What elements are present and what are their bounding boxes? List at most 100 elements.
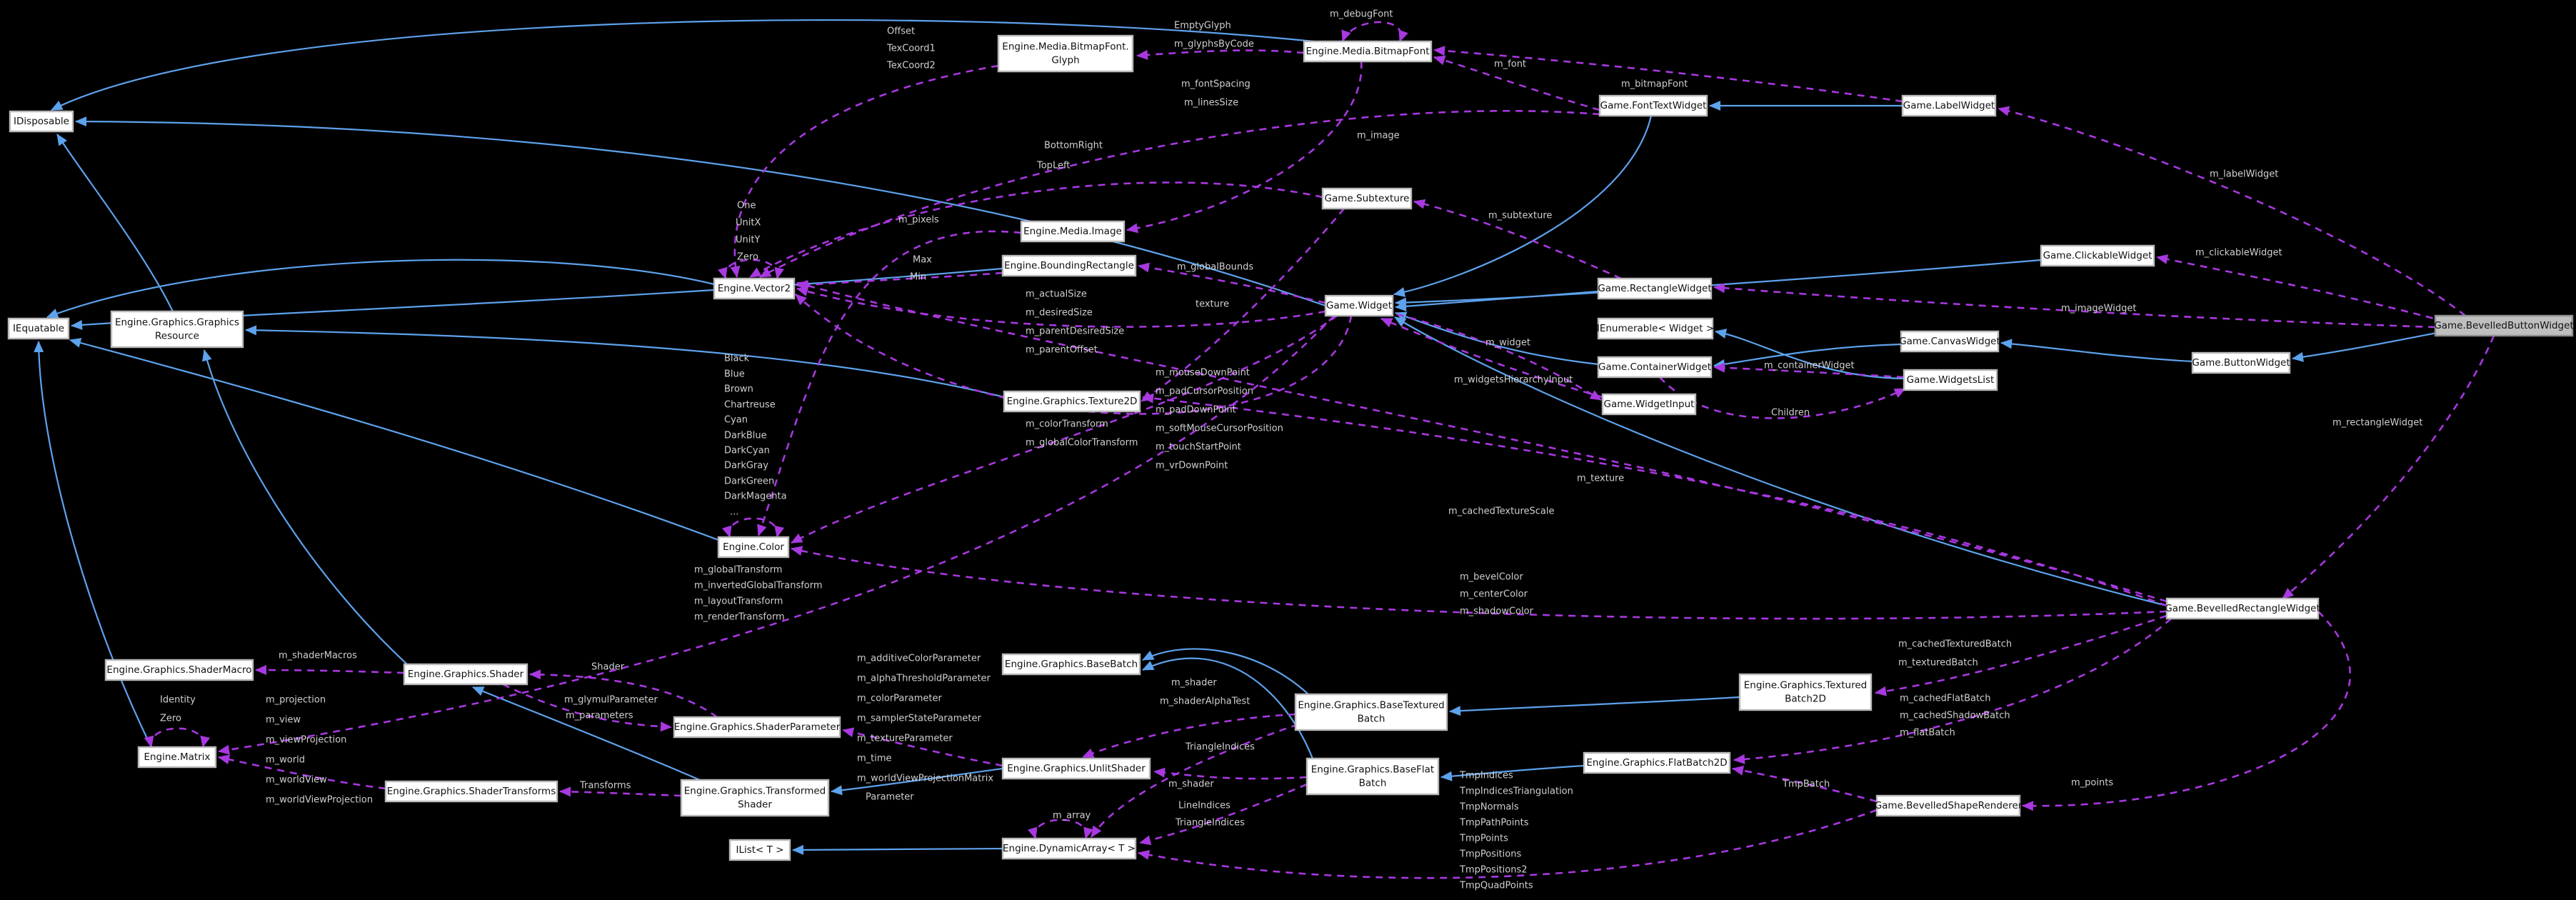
node-containerwidget[interactable]: Game.ContainerWidget: [1597, 356, 1713, 379]
edge-bitmapfont-image: [1126, 61, 1363, 234]
node-color[interactable]: Engine.Color: [717, 536, 790, 559]
node-box-idisposable[interactable]: [9, 110, 74, 133]
node-ienumerablewidget[interactable]: IEnumerable< Widget >: [1597, 317, 1714, 340]
edge-label-u6: m_linesSize: [1184, 98, 1238, 109]
node-buttonwidget[interactable]: Game.ButtonWidget: [2191, 351, 2291, 374]
node-texture2d[interactable]: Engine.Graphics.Texture2D: [1003, 390, 1141, 413]
node-box-basebatch[interactable]: [1001, 653, 1141, 676]
node-bevelledbuttonwidget[interactable]: Game.BevelledButtonWidget: [2434, 314, 2574, 337]
node-box-graphicsresource[interactable]: [110, 310, 244, 349]
edge-label-u14: m_mouseDownPoint: [1156, 368, 1250, 379]
node-bitmapfont[interactable]: Engine.Media.BitmapFont: [1303, 40, 1433, 63]
node-matrix[interactable]: Engine.Matrix: [137, 746, 217, 769]
node-box-ilist[interactable]: [728, 839, 791, 861]
node-widget[interactable]: Game.Widget: [1324, 294, 1394, 317]
node-box-widgetslist[interactable]: [1903, 369, 1998, 391]
node-box-glyph[interactable]: [997, 34, 1134, 73]
edge-shader-graphicsresource: [202, 349, 408, 665]
node-fonttextwidget[interactable]: Game.FontTextWidget: [1598, 94, 1708, 117]
node-box-baseflatbatch[interactable]: [1305, 757, 1440, 796]
node-idisposable[interactable]: IDisposable: [9, 110, 74, 133]
node-box-buttonwidget[interactable]: [2191, 351, 2291, 374]
node-clickablewidget[interactable]: Game.ClickableWidget: [2040, 244, 2155, 267]
node-ilist[interactable]: IList< T >: [728, 839, 791, 861]
node-box-texturedbatch2d[interactable]: [1738, 673, 1873, 711]
node-label-color: Engine.Color: [723, 541, 784, 553]
node-box-matrix[interactable]: [137, 746, 217, 769]
node-box-vector2[interactable]: [713, 277, 796, 300]
node-box-bevelledbuttonwidget[interactable]: [2434, 314, 2574, 337]
node-box-dynamicarray[interactable]: [1001, 837, 1137, 860]
node-image[interactable]: Engine.Media.Image: [1020, 220, 1126, 243]
node-box-boundingrectangle[interactable]: [1001, 254, 1137, 277]
edge-label-u17: m_subtexture: [1488, 211, 1552, 221]
node-rectanglewidget[interactable]: Game.RectangleWidget: [1597, 277, 1713, 300]
node-box-bevelledrectanglewidget[interactable]: [2165, 597, 2320, 620]
edge-label-u11: Min: [910, 272, 926, 283]
node-box-canvaswidget[interactable]: [1900, 330, 2000, 353]
node-labelwidget[interactable]: Game.LabelWidget: [1901, 94, 1997, 117]
node-box-clickablewidget[interactable]: [2040, 244, 2155, 267]
edge-label-u34: TmpPositions: [1459, 849, 1521, 860]
edge-label-u8: BottomRight: [1044, 141, 1103, 151]
node-box-bevelledshaperenderer[interactable]: [1875, 794, 2021, 817]
node-box-iequatable[interactable]: [7, 317, 70, 340]
node-flatbatch2d[interactable]: Engine.Graphics.FlatBatch2D: [1583, 751, 1731, 774]
node-box-image[interactable]: [1020, 220, 1126, 243]
edge-label-u14: m_touchStartPoint: [1156, 442, 1241, 453]
node-box-shaderparameter[interactable]: [673, 716, 841, 739]
node-canvaswidget[interactable]: Game.CanvasWidget: [1899, 330, 2000, 353]
edge-label-u14: m_padDownPoint: [1156, 405, 1236, 416]
node-glyph[interactable]: Engine.Media.BitmapFont.Glyph: [997, 34, 1134, 73]
node-widgetinput[interactable]: Game.WidgetInput: [1601, 393, 1697, 416]
node-box-subtexture[interactable]: [1321, 187, 1413, 210]
node-label-flatbatch2d: Engine.Graphics.FlatBatch2D: [1586, 757, 1727, 769]
edge-label-u29: m_cachedTextureScale: [1448, 506, 1554, 517]
node-unlitshader[interactable]: Engine.Graphics.UnlitShader: [1001, 757, 1151, 780]
edge-label-u13: m_desiredSize: [1026, 308, 1093, 319]
node-vector2[interactable]: Engine.Vector2: [713, 277, 796, 300]
node-box-bitmapfont[interactable]: [1303, 40, 1433, 63]
node-box-ienumerablewidget[interactable]: [1597, 317, 1714, 340]
edge-unlitshader-shaderparameter: [842, 727, 1003, 767]
node-box-basetexturedbatch[interactable]: [1294, 693, 1448, 731]
node-label-texturedbatch2d: Batch2D: [1785, 694, 1826, 705]
node-basebatch[interactable]: Engine.Graphics.BaseBatch: [1001, 653, 1141, 676]
node-boundingrectangle[interactable]: Engine.BoundingRectangle: [1001, 254, 1137, 277]
edge-color-iequatable: [69, 338, 719, 541]
node-widgetslist[interactable]: Game.WidgetsList: [1903, 369, 1998, 391]
edge-label-u1: m_debugFont: [1330, 9, 1393, 20]
edge-label-u34: TmpPositions2: [1459, 865, 1528, 876]
edge-label-u45: m_glymulParameter: [564, 695, 658, 706]
node-subtexture[interactable]: Game.Subtexture: [1321, 187, 1413, 210]
node-box-shadertransforms[interactable]: [384, 780, 558, 803]
node-label-iequatable: IEquatable: [13, 323, 64, 334]
node-box-containerwidget[interactable]: [1597, 356, 1713, 379]
node-box-transformedshader[interactable]: [680, 779, 830, 817]
node-shadermacro[interactable]: Engine.Graphics.ShaderMacro: [104, 659, 254, 681]
node-dynamicarray[interactable]: Engine.DynamicArray< T >: [1001, 837, 1137, 860]
node-box-shader[interactable]: [403, 663, 528, 686]
node-box-widgetinput[interactable]: [1601, 393, 1697, 416]
node-box-shadermacro[interactable]: [104, 659, 254, 681]
node-box-labelwidget[interactable]: [1901, 94, 1997, 117]
node-iequatable[interactable]: IEquatable: [7, 317, 70, 340]
node-box-texture2d[interactable]: [1003, 390, 1141, 413]
node-box-flatbatch2d[interactable]: [1583, 751, 1731, 774]
node-bevelledshaperenderer[interactable]: Game.BevelledShapeRenderer: [1875, 794, 2023, 817]
node-box-unlitshader[interactable]: [1001, 757, 1151, 780]
node-box-color[interactable]: [717, 536, 790, 559]
node-bevelledrectanglewidget[interactable]: Game.BevelledRectangleWidget: [2165, 597, 2320, 620]
edge-label-u4: m_font: [1494, 59, 1526, 70]
node-shadertransforms[interactable]: Engine.Graphics.ShaderTransforms: [384, 780, 558, 803]
node-box-rectanglewidget[interactable]: [1597, 277, 1713, 300]
node-shaderparameter[interactable]: Engine.Graphics.ShaderParameter: [673, 716, 841, 739]
node-box-widget[interactable]: [1324, 294, 1394, 317]
node-box-fonttextwidget[interactable]: [1598, 94, 1708, 117]
node-shader[interactable]: Engine.Graphics.Shader: [403, 663, 528, 686]
